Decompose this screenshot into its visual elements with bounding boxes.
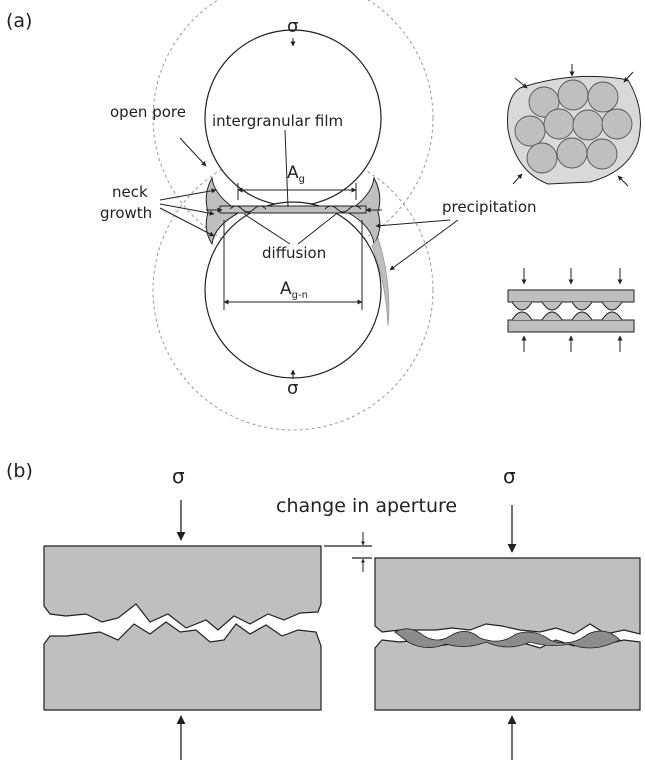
original-grain-outline-top: [152, 0, 434, 259]
sigma-bottom-label: σ: [287, 378, 299, 399]
block-right-bottom: [374, 637, 641, 711]
open-pore-label: open pore: [110, 103, 186, 121]
grain-pack-inset: [507, 64, 641, 187]
panel-a-tag: (a): [6, 10, 33, 32]
panel-b-tag: (b): [6, 460, 33, 482]
leader-neck-3: [159, 207, 215, 237]
area-grain-sub: g: [298, 174, 305, 185]
area-neck-sub: g-n: [291, 290, 308, 301]
change-in-aperture-label: change in aperture: [276, 495, 458, 517]
block-right-top: [374, 557, 641, 635]
aperture-precipitate: [394, 628, 621, 649]
panel-a-grains: [152, 0, 459, 431]
film-roughness: [229, 205, 362, 213]
panel-b-blocks: [43, 500, 641, 760]
leader-precip-1: [375, 219, 451, 229]
precipitation-label: precipitation: [442, 198, 537, 216]
intergranular-film-label: intergranular film: [212, 112, 344, 130]
leader-neck-1: [159, 188, 217, 201]
leader-diffusion-left: [243, 213, 291, 245]
leader-precip-2: [389, 219, 459, 271]
neck-label-line2: growth: [100, 204, 153, 222]
leader-diffusion-right: [297, 213, 337, 245]
original-grain-outline-bottom: [152, 149, 434, 431]
area-neck-letter: A: [280, 279, 292, 299]
diffusion-label: diffusion: [262, 244, 327, 262]
leader-film: [284, 129, 289, 208]
sigma-right-label: σ: [503, 464, 516, 488]
sigma-left-label: σ: [172, 464, 185, 488]
leader-neck-2: [159, 203, 215, 216]
area-grain-letter: A: [287, 163, 299, 183]
leader-open-pore: [179, 137, 207, 167]
area-grain-label: Ag: [287, 163, 305, 185]
block-left-bottom: [43, 621, 322, 711]
area-neck-label: Ag-n: [280, 279, 308, 301]
sigma-top-label: σ: [287, 16, 299, 37]
block-left-top: [43, 545, 322, 631]
neck-label-line1: neck: [112, 183, 148, 201]
precipitation-crescent: [371, 237, 390, 327]
contact-strip-inset: [507, 268, 635, 352]
